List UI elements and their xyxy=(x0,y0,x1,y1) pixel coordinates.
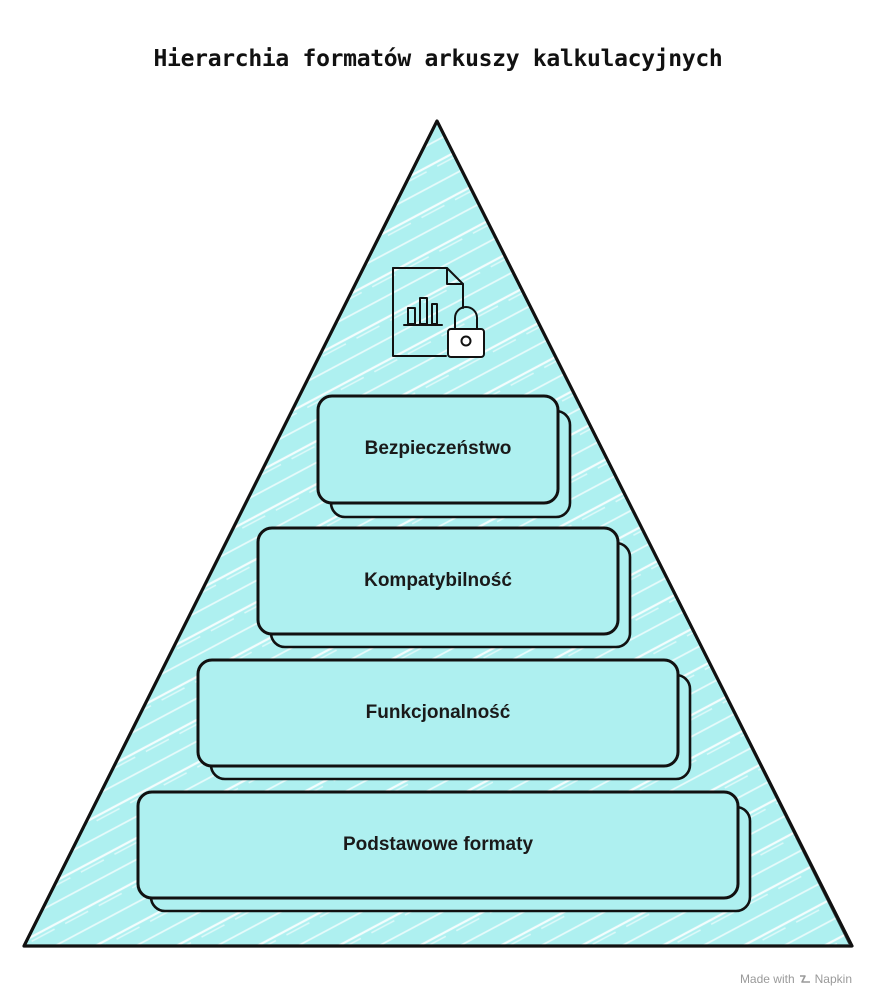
layer-label-kompatybilnosc: Kompatybilność xyxy=(364,570,512,591)
footer-watermark: Made with Napkin xyxy=(740,972,852,986)
spreadsheet-lock-icon xyxy=(392,267,485,358)
napkin-brand-label: Napkin xyxy=(814,972,852,986)
layer-label-bezpieczenstwo: Bezpieczeństwo xyxy=(364,438,512,459)
napkin-logo-icon xyxy=(799,975,810,983)
diagram-title: Hierarchia formatów arkuszy kalkulacyjny… xyxy=(153,46,723,72)
layer-card-podstawowe-formaty xyxy=(136,790,752,913)
layer-card-kompatybilnosc xyxy=(256,526,632,649)
layer-label-funkcjonalnosc: Funkcjonalność xyxy=(365,702,511,723)
layer-card-funkcjonalnosc xyxy=(196,658,692,781)
layer-card-bezpieczenstwo xyxy=(316,394,572,519)
made-with-label: Made with xyxy=(739,972,795,986)
layer-label-podstawowe-formaty: Podstawowe formaty xyxy=(342,834,534,855)
